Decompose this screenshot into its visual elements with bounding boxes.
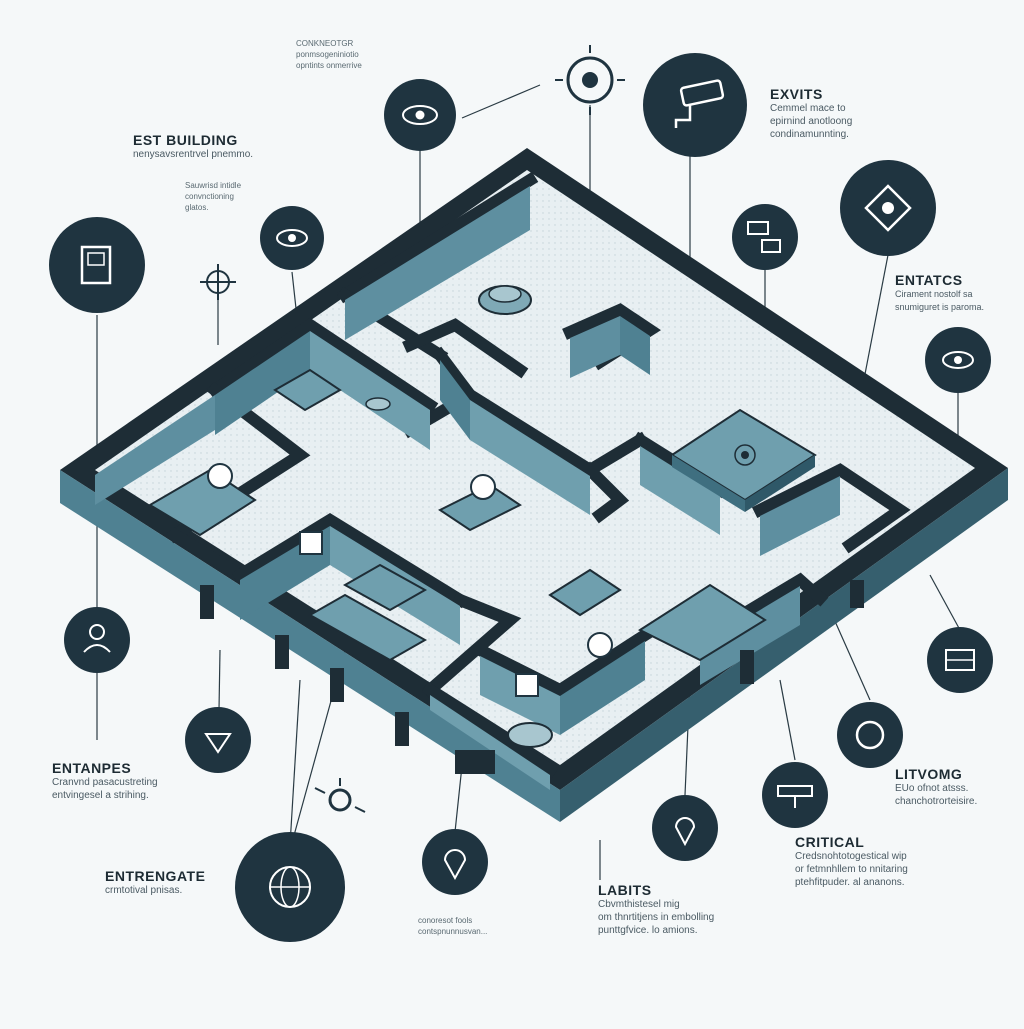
- alarm-icon: [185, 707, 251, 773]
- labits-title: LABITS: [598, 882, 652, 898]
- entatcs-title: ENTATCS: [895, 272, 963, 288]
- entatcs-sub: Cirament nostolf sa snumiguret is paroma…: [895, 289, 985, 312]
- bottom-note: conoresot fools contspnunnusvan...: [418, 915, 487, 937]
- entanpes-label: ENTANPES Cranvnd pasacustreting entvinge…: [52, 760, 158, 802]
- est-building-sub: nenysavsrentrvel pnemmo.: [133, 149, 254, 160]
- entrengate-title: ENTRENGATE: [105, 868, 206, 884]
- entrengate-label: ENTRENGATE crmtotival pnisas.: [105, 868, 205, 897]
- entanpes-title: ENTANPES: [52, 760, 132, 776]
- ring-sensor-icon: [837, 702, 903, 768]
- labits-label: LABITS Cbvmthistesel mig om thnrtitjens …: [598, 882, 714, 937]
- est-building-title: EST BUILDING: [133, 132, 238, 148]
- entanpes-sub: Cranvnd pasacustreting entvingesel a str…: [52, 777, 158, 801]
- entatcs-label: ENTATCS Cirament nostolf sa snumiguret i…: [895, 272, 984, 314]
- location-pin-icon: [422, 829, 488, 895]
- globe-icon: [235, 832, 345, 942]
- top-note: CONKNEOTGR ponmsogeniniotio opntints onm…: [296, 38, 362, 71]
- exvits-label: EXVITS Cemmel mace to epirnind anotloong…: [770, 86, 852, 141]
- litvomg-sub: EUo ofnot atsss. chanchotrorteisire.: [895, 783, 978, 807]
- location-pin-icon: [652, 795, 718, 861]
- outer-openings: [200, 580, 864, 774]
- critical-sub: Credsnohtotogestical wip or fetmnhllem t…: [795, 851, 908, 888]
- eye-icon: [384, 79, 456, 151]
- motion-sensor-icon: [840, 160, 936, 256]
- sensor-icon: [314, 778, 366, 813]
- critical-label: CRITICAL Credsnohtotogestical wip or fet…: [795, 834, 908, 889]
- critical-title: CRITICAL: [795, 834, 865, 850]
- security-camera-icon: [643, 53, 747, 157]
- exvits-sub: Cemmel mace to epirnind anotloong condin…: [770, 103, 853, 140]
- left-note: Sauwrisd intidle convnctioning glatos.: [185, 180, 241, 213]
- person-icon: [64, 607, 130, 673]
- eye-icon: [260, 206, 324, 270]
- bottom-note-text: conoresot fools contspnunnusvan...: [418, 916, 488, 936]
- est-building-label: EST BUILDING nenysavsrentrvel pnemmo.: [133, 132, 253, 161]
- exvits-title: EXVITS: [770, 86, 823, 102]
- furniture: [148, 285, 817, 748]
- keypad-icon: [762, 762, 828, 828]
- entrengate-sub: crmtotival pnisas.: [105, 885, 183, 896]
- labits-sub: Cbvmthistesel mig om thnrtitjens in embo…: [598, 899, 715, 936]
- floor-plan-icon: [732, 204, 798, 270]
- in-plan-markers: [207, 463, 613, 697]
- door-icon: [49, 217, 145, 313]
- sensor-icon: [555, 45, 625, 115]
- left-note-text: Sauwrisd intidle convnctioning glatos.: [185, 181, 242, 212]
- eye-icon: [925, 327, 991, 393]
- litvomg-label: LITVOMG EUo ofnot atsss. chanchotrorteis…: [895, 766, 977, 808]
- litvomg-title: LITVOMG: [895, 766, 963, 782]
- top-note-text: CONKNEOTGR ponmsogeniniotio opntints onm…: [296, 39, 362, 70]
- panel-icon: [927, 627, 993, 693]
- crosshair-icon: [200, 264, 236, 300]
